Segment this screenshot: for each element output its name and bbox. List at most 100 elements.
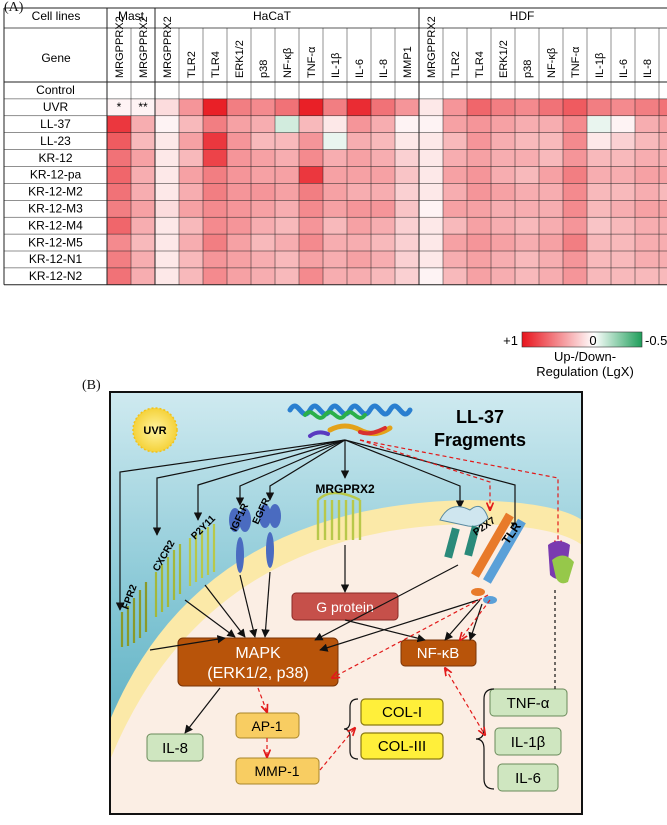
- gene-label: MRGPPRX2: [426, 16, 438, 78]
- heatmap-cell: [371, 234, 395, 251]
- heatmap-cell: [419, 251, 443, 268]
- il1b-box: IL-1β: [494, 727, 562, 756]
- heatmap-cell: [659, 98, 667, 116]
- heatmap-cell: [659, 82, 667, 99]
- gene-label: IL-1β: [594, 53, 606, 78]
- heatmap-cell: [515, 166, 539, 184]
- gene-label: ERK1/2: [498, 40, 510, 78]
- heatmap-cell: [563, 183, 587, 201]
- heatmap-cell: [539, 115, 563, 133]
- heatmap-cell: [371, 267, 395, 285]
- heatmap-cell: [371, 132, 395, 150]
- heatmap-cell: [347, 200, 371, 218]
- heatmap-cell: [323, 183, 347, 201]
- gene-label: p38: [258, 60, 270, 78]
- heatmap-cell: [179, 82, 203, 99]
- heatmap-cell: [563, 166, 587, 184]
- heatmap-cell: [107, 98, 131, 116]
- heatmap-cell: [443, 115, 467, 133]
- ap1-box: AP-1: [235, 712, 300, 739]
- row-label: LL-23: [40, 134, 71, 148]
- row-label: KR-12-M4: [28, 218, 83, 232]
- heatmap-cell: [347, 251, 371, 268]
- heatmap-cell: [659, 132, 667, 150]
- heatmap-cell: [203, 166, 227, 184]
- heatmap-cell: [515, 183, 539, 201]
- heatmap-cell: [659, 149, 667, 167]
- heatmap-cell: [635, 132, 659, 150]
- heatmap-cell: [371, 200, 395, 218]
- heatmap-cell: [467, 82, 491, 99]
- heatmap-cell: [611, 149, 635, 167]
- heatmap-cell: [587, 82, 611, 99]
- heatmap-cell: [611, 234, 635, 251]
- heatmap-cell: [371, 166, 395, 184]
- label-mrgprx2: MRGPRX2: [315, 482, 375, 496]
- heatmap-cell: [443, 149, 467, 167]
- heatmap-cell: [155, 132, 179, 150]
- mmp1-label: MMP-1: [254, 763, 299, 779]
- group-label-mast: Mast: [118, 9, 145, 23]
- heatmap-cell: [179, 183, 203, 201]
- heatmap-cell: [467, 115, 491, 133]
- peptide-to-receptor-arrows: [115, 439, 520, 611]
- heatmap-cell: [107, 183, 131, 201]
- receptor-igf1r: [229, 508, 251, 573]
- heatmap-cell: [179, 267, 203, 285]
- heatmap-cells: [107, 82, 667, 285]
- gene-label: MRGPPRX2: [114, 16, 126, 78]
- heatmap-cell: [515, 200, 539, 218]
- heatmap-cell: [419, 234, 443, 251]
- legend-max-label: +1: [503, 333, 518, 348]
- heatmap-cell: [251, 149, 275, 167]
- heatmap-cell: [347, 217, 371, 235]
- row-label: UVR: [43, 100, 69, 114]
- heatmap-cell: [227, 267, 251, 285]
- heatmap-cell: [491, 115, 515, 133]
- heatmap-cell: [467, 149, 491, 167]
- heatmap-cell: [515, 115, 539, 133]
- heatmap-cell: [251, 132, 275, 150]
- heatmap-cell: [227, 82, 251, 99]
- row-label: KR-12-M3: [28, 201, 83, 215]
- heatmap-cell: [227, 166, 251, 184]
- gene-label: p38: [522, 60, 534, 78]
- heatmap-cell: [563, 149, 587, 167]
- heatmap-cell: [299, 82, 323, 99]
- uvr-mast-annotation-2: **: [138, 100, 148, 114]
- heatmap-cell: [563, 251, 587, 268]
- heatmap-cell: [539, 267, 563, 285]
- heatmap-cell: [131, 132, 155, 150]
- heatmap-cell: [659, 217, 667, 235]
- heatmap-cell: [179, 98, 203, 116]
- peptide-red-arrows: [359, 439, 558, 548]
- heatmap-cell: [659, 267, 667, 285]
- heatmap-cell: [491, 98, 515, 116]
- receptor-egfr: [259, 504, 281, 568]
- heatmap-cell: [323, 166, 347, 184]
- heatmap-cell: [275, 183, 299, 201]
- heatmap-cell: [635, 200, 659, 218]
- header-cell-lines: Cell lines: [32, 9, 81, 23]
- heatmap-cell: [587, 200, 611, 218]
- gene-label: IL-6: [354, 59, 366, 78]
- heatmap-cell: [611, 251, 635, 268]
- gene-label: NF-κβ: [282, 48, 294, 78]
- heatmap-cell: [467, 217, 491, 235]
- col3-label: COL-III: [378, 738, 426, 755]
- nfkb-cytokine-arrow: [445, 668, 485, 735]
- uvr-sun-icon: UVR: [132, 407, 178, 453]
- heatmap-cell: [659, 234, 667, 251]
- heatmap-cell: [539, 149, 563, 167]
- heatmap-cell: [155, 267, 179, 285]
- heatmap-cell: [107, 149, 131, 167]
- panel-b-label: (B): [82, 378, 101, 393]
- heatmap-cell: [539, 217, 563, 235]
- heatmap-cell: [395, 115, 419, 133]
- heatmap-cell: [299, 166, 323, 184]
- legend-title-line1: Up-/Down-: [554, 349, 616, 364]
- fragments-title-line2: Fragments: [434, 430, 526, 450]
- heatmap-cell: [131, 183, 155, 201]
- gene-label: MRGPPRX2: [138, 16, 150, 78]
- heatmap-cell: [659, 183, 667, 201]
